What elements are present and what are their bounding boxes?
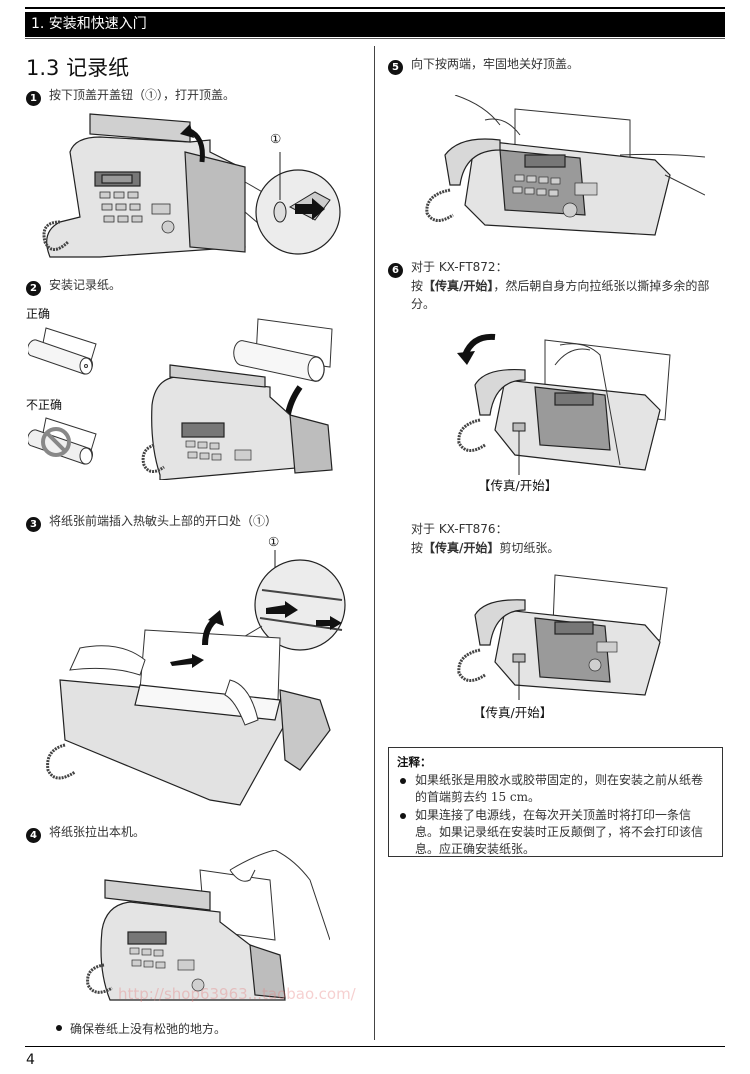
callout-1-button: ① [270, 131, 282, 146]
step-2: 2 安装记录纸。 [26, 276, 121, 296]
model-a-text-pre: 按 [411, 279, 424, 293]
bullet-dot [400, 778, 406, 784]
step-4: 4 将纸张拉出本机。 [26, 823, 145, 843]
section-title: 1.3 记录纸 [26, 56, 130, 80]
note-item-text: 如果连接了电源线，在每次开关顶盖时将打印一条信息。如果记录纸在安装时正反颠倒了，… [415, 808, 704, 856]
model-a-text-post: ，然后朝自身方向拉纸张以撕掉多余的部分。 [411, 279, 710, 311]
figure-tear-paper-kx-ft872 [457, 333, 671, 475]
incorrect-label: 不正确 [26, 398, 63, 412]
figure-pull-paper-out [86, 850, 330, 1001]
note-item-text: 如果纸张是用胶水或胶带固定的，则在安装之前从纸卷的首端剪去约 15 cm。 [415, 773, 704, 804]
model-b-text-post: 剪切纸张。 [499, 541, 560, 555]
footer-rule [25, 1046, 725, 1047]
chapter-header: 1. 安装和快速入门 [25, 12, 725, 37]
note-box: 注释： 如果纸张是用胶水或胶带固定的，则在安装之前从纸卷的首端剪去约 15 cm… [388, 747, 723, 857]
bullet-dot [400, 813, 406, 819]
step-number-3: 3 [26, 517, 41, 532]
figure-open-top-cover [42, 113, 341, 258]
figure-correct-roll [28, 327, 97, 375]
step-1-text: 按下顶盖开盖钮（①），打开顶盖。 [49, 88, 236, 102]
header-underline [25, 38, 725, 39]
figure-cut-paper-kx-ft876 [457, 574, 668, 700]
model-b-heading: 对于 KX-FT876： [411, 522, 508, 536]
watermark: http://shop63963...taobao.com/ [118, 985, 356, 1003]
model-a-instruction: 按【传真/开始】，然后朝自身方向拉纸张以撕掉多余的部分。 [411, 277, 711, 313]
prohibited-icon [41, 427, 71, 457]
figure-close-top-cover [425, 95, 705, 236]
model-b-instruction: 按【传真/开始】剪切纸张。 [411, 539, 559, 557]
callout-3-opening: ① [268, 534, 280, 549]
column-divider [374, 46, 375, 1040]
step-5-text: 向下按两端，牢固地关好顶盖。 [411, 57, 580, 71]
step-number-5: 5 [388, 60, 403, 75]
fax-start-button-ref-b: 【传真/开始】 [423, 541, 500, 555]
step-number-2: 2 [26, 281, 41, 296]
step-4-text: 将纸张拉出本机。 [49, 825, 146, 839]
callout-fax-start-872: 【传真/开始】 [478, 478, 558, 493]
figure-install-paper-roll [141, 318, 333, 480]
step-2-text: 安装记录纸。 [49, 278, 122, 292]
correct-label: 正确 [26, 307, 51, 321]
page-number: 4 [26, 1052, 35, 1068]
fax-start-button-ref: 【传真/开始】 [423, 279, 494, 293]
header-rule [25, 7, 725, 9]
step-3-text: 将纸张前端插入热敏头上部的开口处（①） [49, 514, 278, 528]
step-4-bullet: 确保卷纸上没有松弛的地方。 [56, 1020, 226, 1038]
step-3: 3 将纸张前端插入热敏头上部的开口处（①） [26, 512, 277, 532]
model-b-text-pre: 按 [411, 541, 424, 555]
step-number-6: 6 [388, 263, 403, 278]
step-6: 6 对于 KX-FT872： [388, 258, 508, 278]
bullet-dot [56, 1025, 62, 1031]
step-number-4: 4 [26, 828, 41, 843]
step-5: 5 向下按两端，牢固地关好顶盖。 [388, 55, 579, 75]
step-number-1: 1 [26, 91, 41, 106]
note-item: 如果纸张是用胶水或胶带固定的，则在安装之前从纸卷的首端剪去约 15 cm。 [397, 772, 714, 806]
step-1: 1 按下顶盖开盖钮（①），打开顶盖。 [26, 86, 235, 106]
figure-incorrect-roll [28, 417, 97, 465]
callout-fax-start-876: 【传真/开始】 [473, 705, 553, 720]
step-4-bullet-text: 确保卷纸上没有松弛的地方。 [70, 1022, 227, 1036]
figure-insert-paper [46, 550, 346, 806]
model-a-heading: 对于 KX-FT872： [411, 260, 508, 274]
note-item: 如果连接了电源线，在每次开关顶盖时将打印一条信息。如果记录纸在安装时正反颠倒了，… [397, 807, 714, 858]
note-title: 注释： [397, 755, 432, 769]
